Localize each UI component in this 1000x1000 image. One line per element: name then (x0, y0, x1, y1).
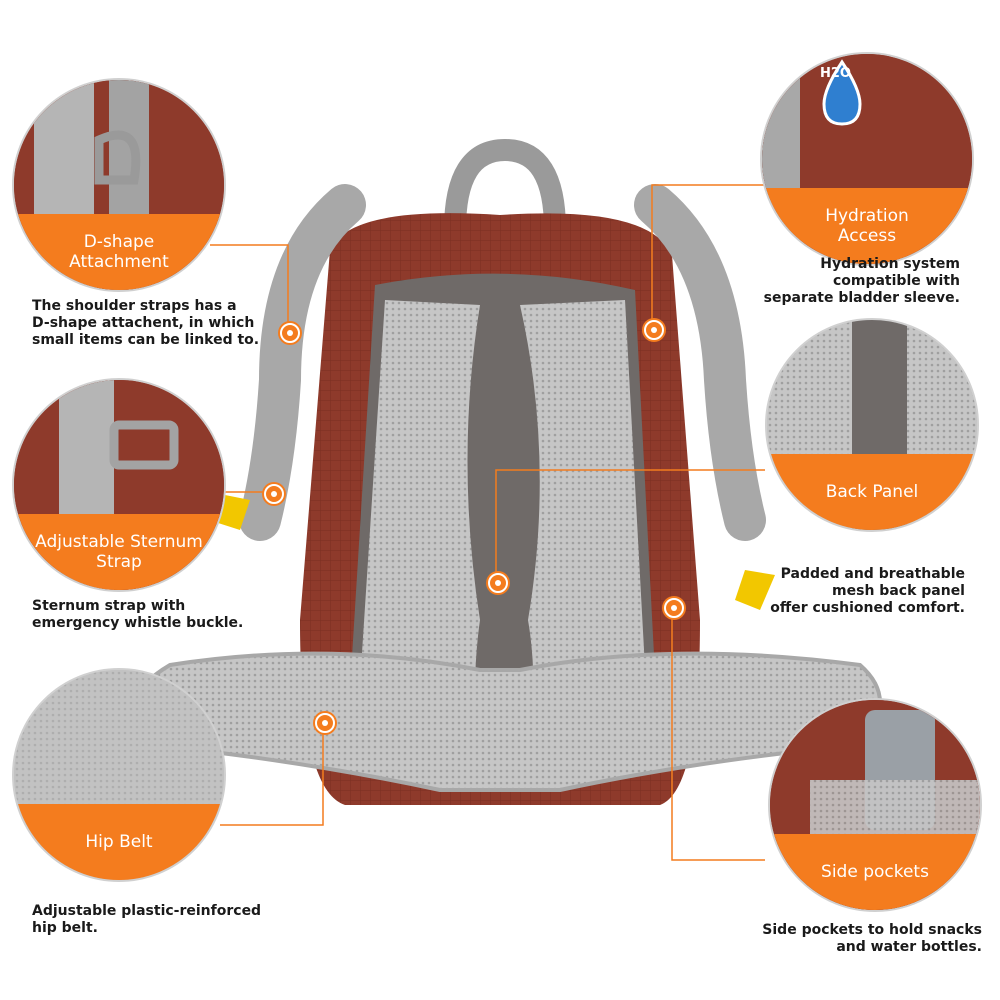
hotspot-hydration (644, 320, 664, 340)
hotspot-back-panel (488, 573, 508, 593)
sternum-caption: Sternum strap with emergency whistle buc… (32, 598, 244, 631)
hip-belt-caption: Adjustable plastic-reinforced hip belt. (32, 903, 262, 936)
h2o-label: H2O (820, 66, 851, 81)
hip-belt-title: Hip Belt (85, 832, 153, 853)
hip-belt (132, 651, 882, 792)
sternum-title: Adjustable Sternum Strap (35, 532, 203, 573)
hotspot-sternum (264, 484, 284, 504)
right-shoulder-strap (634, 184, 766, 541)
badge-hip-belt: Hip Belt (12, 668, 226, 882)
badge-sternum-strap: Adjustable Sternum Strap (12, 378, 226, 592)
badge-hydration-access: H2O Hydration Access (760, 52, 974, 266)
side-pockets-caption: Side pockets to hold snacks and water bo… (762, 922, 982, 955)
hotspot-hip-belt (315, 713, 335, 733)
top-handle (444, 138, 566, 241)
water-drop-icon (822, 59, 862, 126)
side-pockets-title: Side pockets (821, 862, 929, 883)
badge-d-shape-attachment: D-shape Attachment (12, 78, 226, 292)
left-shoulder-strap (239, 184, 366, 541)
d-shape-title: D-shape Attachment (69, 232, 169, 273)
back-panel-caption: Padded and breathable mesh back panel of… (770, 566, 965, 616)
hotspot-side-pockets (664, 598, 684, 618)
whistle-buckle (735, 570, 775, 610)
hydration-caption: Hydration system compatible with separat… (763, 256, 960, 306)
badge-back-panel: Back Panel (765, 318, 979, 532)
back-panel-title: Back Panel (825, 482, 919, 503)
hotspot-d-shape (280, 323, 300, 343)
badge-side-pockets: Side pockets (768, 698, 982, 912)
hydration-title: Hydration Access (825, 206, 909, 247)
d-shape-caption: The shoulder straps has a D-shape attach… (32, 298, 260, 348)
